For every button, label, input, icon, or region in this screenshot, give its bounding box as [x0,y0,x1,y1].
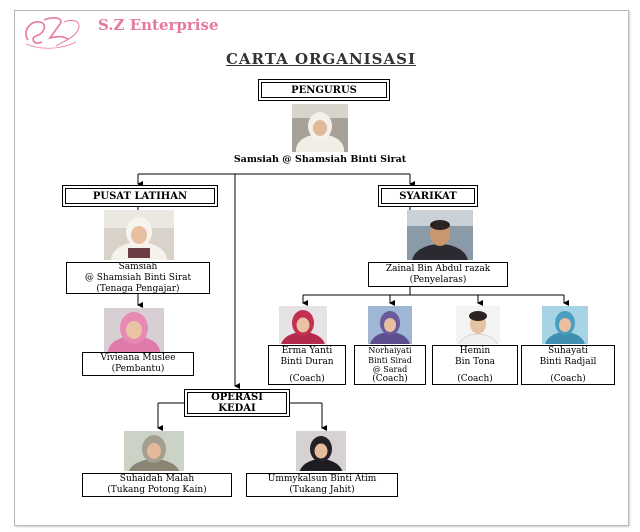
coach-2-name1: Norhaiyati [368,346,411,356]
coach-3-name1: Hemin [460,346,490,357]
coach-4-role: (Coach) [550,374,586,385]
coach-4-photo [542,306,588,344]
pusat-head-photo [104,210,174,260]
syarikat-head-box: Zainal Bin Abdul razak (Penyelaras) [368,262,508,287]
pusat-assistant-box: Vivieana Muslee (Pembantu) [82,352,194,376]
pusat-head-name2: @ Shamsiah Binti Sirat [85,273,191,284]
coach-1-role: (Coach) [289,374,325,385]
pengurus-header: PENGURUS [258,79,390,101]
coach-1-box: Erma Yanti Binti Duran (Coach) [268,345,346,385]
pusat-assistant-role: (Pembantu) [112,364,165,375]
coach-4-box: Suhayati Binti Radjail (Coach) [521,345,615,385]
syarikat-head-role: (Penyelaras) [410,275,467,286]
pusat-latihan-header: PUSAT LATIHAN [62,185,218,207]
coach-2-name2: Binti Sirad [368,356,412,366]
coach-2-role: (Coach) [372,375,408,385]
pengurus-label: PENGURUS [261,82,387,98]
coach-1-photo [279,306,327,344]
pusat-head-box: Samsiah @ Shamsiah Binti Sirat (Tenaga P… [66,262,210,294]
coach-2-box: Norhaiyati Binti Sirad @ Sarad (Coach) [354,345,426,385]
brand-name: S.Z Enterprise [98,16,218,34]
syarikat-head-name: Zainal Bin Abdul razak [386,264,490,275]
operasi-kedai-header: OPERASI KEDAI [184,389,290,417]
operasi-staff-2-box: Ummykalsun Binti Atim (Tukang Jahit) [246,473,398,497]
pusat-head-name1: Samsiah [119,262,158,273]
operasi-staff-1-photo [124,431,184,471]
operasi-kedai-label: OPERASI KEDAI [187,392,287,414]
pusat-latihan-label: PUSAT LATIHAN [65,188,215,204]
pusat-head-role: (Tenaga Pengajar) [96,284,179,295]
coach-4-name2: Binti Radjail [540,357,597,368]
syarikat-header: SYARIKAT [378,185,478,207]
coach-3-photo [456,306,500,344]
pengurus-name: Samsiah @ Shamsiah Binti Sirat [220,154,420,165]
syarikat-head-photo [407,210,473,260]
operasi-staff-1-role: (Tukang Potong Kain) [107,485,206,496]
operasi-staff-2-photo [296,431,346,471]
syarikat-label: SYARIKAT [381,188,475,204]
page-title: CARTA ORGANISASI [205,50,437,68]
operasi-label-line1: OPERASI [211,392,263,403]
coach-3-box: Hemin Bin Tona (Coach) [432,345,518,385]
coach-1-name1: Erma Yanti [282,346,333,357]
coach-3-role: (Coach) [457,374,493,385]
pusat-assistant-photo [104,308,164,352]
pusat-assistant-name: Vivieana Muslee [100,353,175,364]
coach-3-name2: Bin Tona [455,357,495,368]
operasi-staff-1-box: Suhaidah Malah (Tukang Potong Kain) [82,473,232,497]
coach-2-photo [368,306,412,344]
pengurus-photo [292,104,348,152]
operasi-staff-1-name: Suhaidah Malah [120,474,194,485]
operasi-staff-2-name: Ummykalsun Binti Atim [268,474,377,485]
coach-4-name1: Suhayati [548,346,588,357]
operasi-label-line2: KEDAI [218,403,255,414]
coach-1-name2: Binti Duran [280,357,333,368]
sz-logo [20,12,90,52]
operasi-staff-2-role: (Tukang Jahit) [289,485,354,496]
